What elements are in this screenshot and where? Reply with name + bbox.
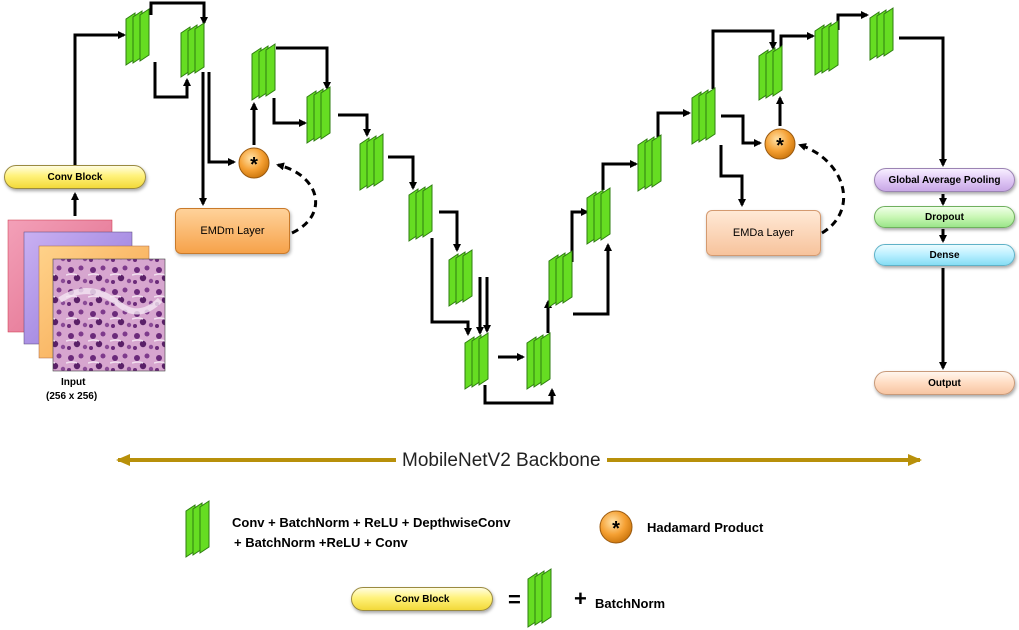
layer-block-5 xyxy=(359,133,384,191)
legend-plus: + xyxy=(574,586,587,611)
layer-block-16 xyxy=(869,7,894,61)
hadamard-symbol: * xyxy=(776,135,784,157)
legend-layer-icons xyxy=(185,500,552,628)
conv-block: Conv Block xyxy=(4,165,146,189)
hadamard-product-1: * xyxy=(238,147,270,179)
hadamard-symbol: * xyxy=(250,154,258,176)
dropout-layer: Dropout xyxy=(874,206,1015,228)
layer-block-14 xyxy=(758,45,783,101)
backbone-label: MobileNetV2 Backbone xyxy=(396,450,607,472)
output-node: Output xyxy=(874,371,1015,395)
layer-block-4 xyxy=(306,86,331,144)
layer-block-8 xyxy=(464,332,489,390)
svg-text:*: * xyxy=(612,518,620,540)
input-label: Input xyxy=(61,377,86,388)
layer-block-7 xyxy=(448,249,473,307)
layer-block-13 xyxy=(691,87,716,145)
layer-block-6 xyxy=(408,184,433,242)
dashed-feedback-arrows xyxy=(276,143,846,235)
layer-block-9 xyxy=(526,332,551,390)
input-size: (256 x 256) xyxy=(46,391,98,402)
emda-layer: EMDa Layer xyxy=(706,210,821,256)
legend-equals: = xyxy=(508,587,521,612)
legend-conv-block: Conv Block xyxy=(351,587,493,611)
legend-batchnorm: BatchNorm xyxy=(595,596,666,611)
mobilenet-layers xyxy=(125,7,894,390)
legend-layer-icon xyxy=(185,500,210,558)
input-image-stack xyxy=(7,219,166,372)
legend-layer-desc-line2: + BatchNorm +ReLU + Conv xyxy=(234,535,408,550)
legend-hadamard-icon: * xyxy=(599,510,633,544)
layer-block-3 xyxy=(251,43,276,101)
emdm-layer: EMDm Layer xyxy=(175,208,290,254)
layer-block-15 xyxy=(814,20,839,76)
legend-conv-layer-icon xyxy=(527,568,552,628)
layer-block-12 xyxy=(637,134,662,192)
connections xyxy=(71,1,947,405)
legend-hadamard-label: Hadamard Product xyxy=(647,520,764,535)
layer-block-2 xyxy=(180,22,205,78)
dense-layer: Dense xyxy=(874,244,1015,266)
layer-block-10 xyxy=(548,250,573,308)
legend-layer-desc-line1: Conv + BatchNorm + ReLU + DepthwiseConv xyxy=(232,515,511,530)
global-average-pooling: Global Average Pooling xyxy=(874,168,1015,192)
hadamard-product-2: * xyxy=(764,128,796,160)
layer-block-1 xyxy=(125,8,150,66)
layer-block-11 xyxy=(586,187,611,245)
